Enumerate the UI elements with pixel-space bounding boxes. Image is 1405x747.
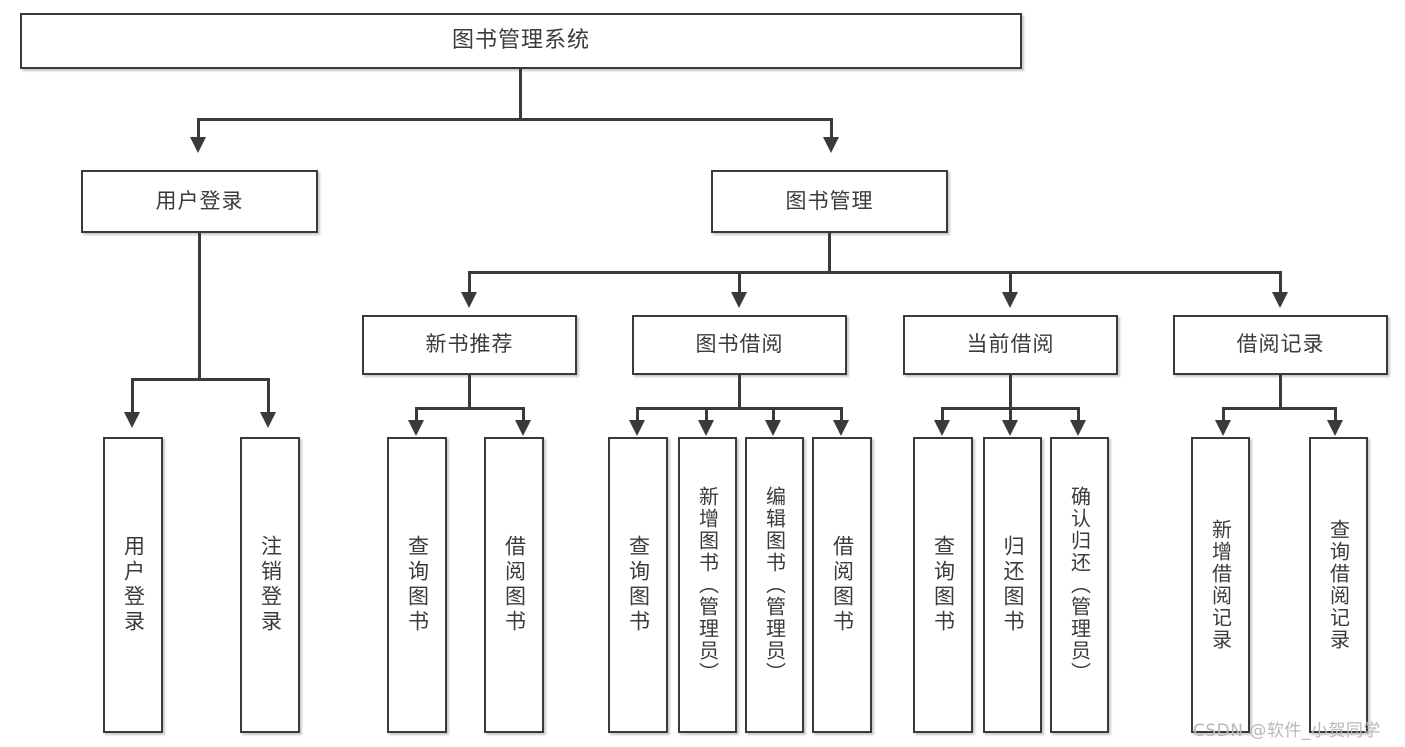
leaf-user-login[interactable]: 用户登录: [103, 437, 163, 733]
leaf-edit-book-admin[interactable]: 编辑图书（管理员）: [745, 437, 804, 733]
leaf-label: 查询借阅记录: [1326, 519, 1351, 651]
leaf-add-borrow-record[interactable]: 新增借阅记录: [1191, 437, 1250, 733]
arrow-cb-leaf1: [934, 420, 950, 436]
arrow-l3-4: [1272, 292, 1288, 308]
connector-bb-leaf1: [636, 407, 639, 421]
node-label: 用户登录: [155, 188, 244, 213]
arrow-bb-leaf3: [765, 420, 781, 436]
leaf-logout-login[interactable]: 注销登录: [240, 437, 300, 733]
connector-l3-4: [1279, 271, 1282, 293]
connector-to-book-manage: [830, 118, 833, 138]
leaf-borrow-book-bb[interactable]: 借阅图书: [812, 437, 872, 733]
connector-bb-leaf3: [772, 407, 775, 421]
leaf-query-book-bb[interactable]: 查询图书: [608, 437, 668, 733]
node-label: 借阅记录: [1236, 332, 1325, 357]
node-new-book-recommend[interactable]: 新书推荐: [362, 315, 577, 375]
node-book-manage[interactable]: 图书管理: [711, 170, 948, 233]
leaf-label: 新增图书（管理员）: [695, 486, 720, 684]
arrow-br-leaf1: [1215, 420, 1231, 436]
node-root-system[interactable]: 图书管理系统: [20, 13, 1022, 69]
leaf-label: 借阅图书: [830, 535, 855, 635]
connector-cb-leaf3: [1077, 407, 1080, 421]
leaf-label: 新增借阅记录: [1208, 519, 1233, 651]
connector-br-leaf1: [1222, 407, 1225, 421]
leaf-borrow-book-nbr[interactable]: 借阅图书: [484, 437, 544, 733]
connector-l3-1: [468, 271, 471, 293]
arrow-nbr-leaf2: [515, 420, 531, 436]
connector-bb-leaf4: [840, 407, 843, 421]
node-current-borrow[interactable]: 当前借阅: [903, 315, 1118, 375]
node-label: 图书管理: [785, 188, 874, 213]
arrow-user-login-leaf2: [260, 412, 276, 428]
connector-nbr-leaf1: [415, 407, 418, 421]
connector-nbr-leaf2: [522, 407, 525, 421]
node-user-login[interactable]: 用户登录: [81, 170, 318, 233]
leaf-label: 查询图书: [931, 535, 956, 635]
connector-user-login-stem: [198, 233, 201, 378]
connector-cb-leaf2: [1009, 407, 1012, 421]
connector-l3-2: [738, 271, 741, 293]
arrow-bb-leaf4: [833, 420, 849, 436]
connector-root-stem: [519, 69, 522, 118]
connector-nbr-bar: [415, 407, 525, 410]
leaf-label: 查询图书: [405, 535, 430, 635]
connector-bb-stem: [738, 375, 741, 407]
leaf-return-book[interactable]: 归还图书: [983, 437, 1042, 733]
connector-cb-leaf1: [941, 407, 944, 421]
arrow-user-login-leaf1: [124, 412, 140, 428]
connector-user-login-leaf2: [267, 378, 270, 413]
leaf-query-book-nbr[interactable]: 查询图书: [387, 437, 447, 733]
leaf-label: 用户登录: [121, 535, 146, 635]
arrow-to-user-login: [190, 137, 206, 153]
leaf-label: 编辑图书（管理员）: [762, 486, 787, 684]
node-label: 图书借阅: [695, 332, 784, 357]
leaf-add-book-admin[interactable]: 新增图书（管理员）: [678, 437, 737, 733]
connector-br-bar: [1222, 407, 1337, 410]
connector-br-leaf2: [1334, 407, 1337, 421]
connector-bb-bar: [636, 407, 843, 410]
arrow-cb-leaf3: [1070, 420, 1086, 436]
arrow-bb-leaf1: [629, 420, 645, 436]
arrow-to-book-manage: [823, 137, 839, 153]
arrow-bb-leaf2: [698, 420, 714, 436]
leaf-label: 注销登录: [258, 535, 283, 635]
leaf-query-book-cb[interactable]: 查询图书: [913, 437, 973, 733]
connector-to-user-login: [197, 118, 200, 138]
connector-book-manage-bar: [468, 271, 1282, 274]
connector-book-manage-stem: [828, 233, 831, 271]
arrow-cb-leaf2: [1002, 420, 1018, 436]
csdn-watermark: CSDN @软件_小贺同学: [1193, 721, 1381, 741]
leaf-confirm-return-admin[interactable]: 确认归还（管理员）: [1050, 437, 1109, 733]
connector-br-stem: [1279, 375, 1282, 407]
arrow-l3-2: [731, 292, 747, 308]
arrow-nbr-leaf1: [408, 420, 424, 436]
connector-bb-leaf2: [705, 407, 708, 421]
leaf-label: 确认归还（管理员）: [1067, 486, 1092, 684]
node-label: 图书管理系统: [451, 27, 590, 53]
node-book-borrow[interactable]: 图书借阅: [632, 315, 847, 375]
arrow-br-leaf2: [1327, 420, 1343, 436]
connector-user-login-bar: [131, 378, 270, 381]
arrow-l3-1: [461, 292, 477, 308]
leaf-label: 借阅图书: [502, 535, 527, 635]
arrow-l3-3: [1002, 292, 1018, 308]
leaf-label: 归还图书: [1001, 535, 1025, 635]
connector-user-login-leaf1: [131, 378, 134, 413]
connector-root-bar: [197, 118, 833, 121]
connector-nbr-stem: [468, 375, 471, 407]
node-label: 当前借阅: [966, 332, 1055, 357]
connector-cb-stem: [1009, 375, 1012, 407]
connector-l3-3: [1009, 271, 1012, 293]
leaf-query-borrow-record[interactable]: 查询借阅记录: [1309, 437, 1368, 733]
node-label: 新书推荐: [425, 332, 514, 357]
node-borrow-record[interactable]: 借阅记录: [1173, 315, 1388, 375]
leaf-label: 查询图书: [626, 535, 651, 635]
